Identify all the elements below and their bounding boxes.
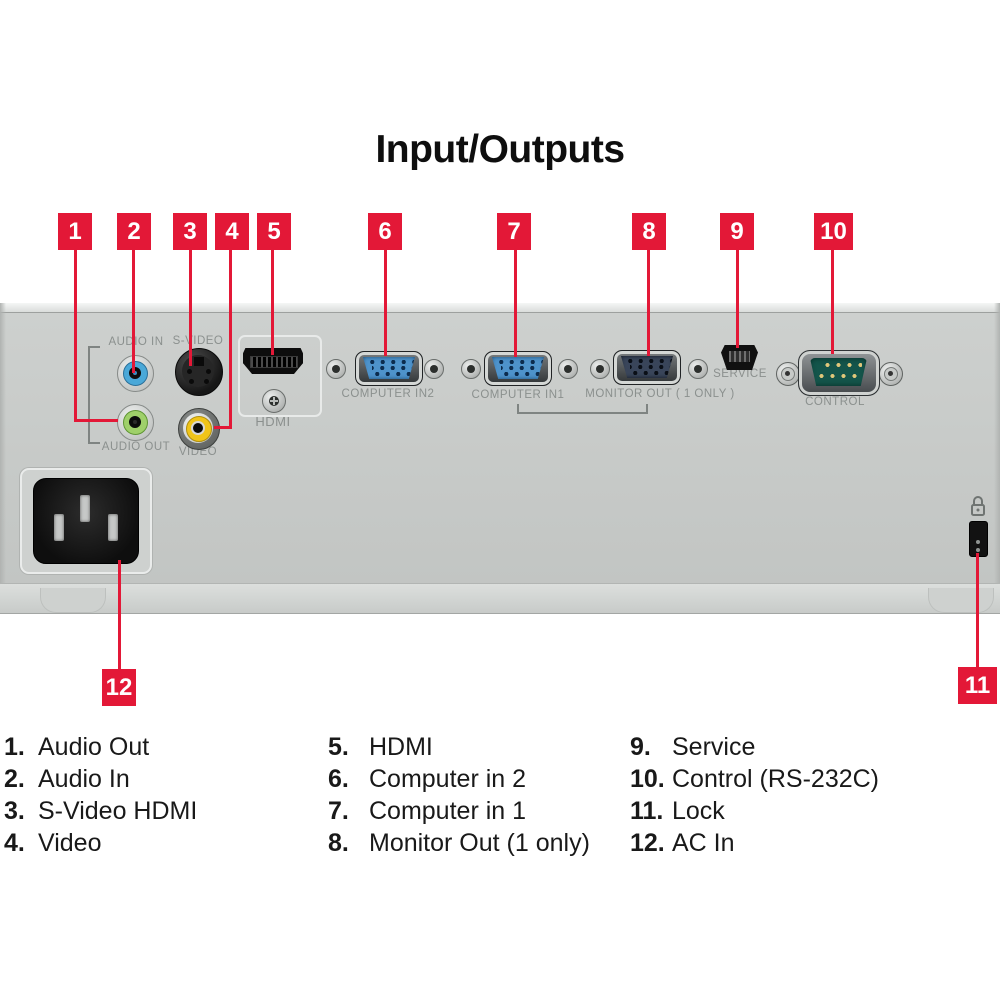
callout-box-6: 6 (368, 213, 402, 250)
legend-item-number: 12. (630, 829, 665, 857)
service-port-contacts (729, 351, 750, 362)
callout-line-7 (514, 250, 517, 357)
legend-item-label: Lock (672, 797, 725, 825)
legend-item-label: S-Video HDMI (38, 797, 198, 825)
control-label: CONTROL (805, 396, 865, 408)
callout-line-1 (74, 250, 77, 421)
legend-item-number: 1. (4, 733, 25, 761)
legend-item-8: 8. Monitor Out (1 only) (328, 829, 590, 858)
legend-item-label: Computer in 1 (369, 797, 527, 825)
callout-line-2 (132, 250, 135, 373)
legend-item-number: 10. (630, 765, 665, 793)
audio-out-label: AUDIO OUT (101, 441, 171, 453)
service-label: SERVICE (713, 368, 767, 380)
legend-item-label: Monitor Out (1 only) (369, 829, 590, 857)
padlock-icon (971, 496, 985, 516)
callout-line-3 (189, 250, 192, 366)
legend-item-label: Service (672, 733, 756, 761)
audio-group-bracket (88, 346, 90, 444)
projector-foot-right (928, 588, 994, 613)
callout-box-5: 5 (257, 213, 291, 250)
audio-in-label: AUDIO IN (108, 336, 164, 348)
legend-item-label: AC In (672, 829, 735, 857)
callout-line-5 (271, 250, 274, 355)
panel-left-edge (0, 303, 6, 583)
hdmi-pin-slot (250, 356, 298, 368)
callout-line-11 (976, 553, 979, 667)
callout-box-4: 4 (215, 213, 249, 250)
callout-line-6 (384, 250, 387, 356)
legend-item-label: Video (38, 829, 102, 857)
page-title: Input/Outputs (375, 128, 625, 171)
callout-box-10: 10 (814, 213, 853, 250)
audio-out-pin (133, 420, 137, 424)
callout-line-12 (118, 560, 121, 669)
legend-item-7: 7. Computer in 1 (328, 797, 526, 826)
computer-monitor-bracket (517, 412, 648, 414)
monitor-out-label: MONITOR OUT ( 1 ONLY ) (585, 388, 735, 400)
video-label: VIDEO (178, 446, 218, 458)
legend-item-number: 2. (4, 765, 25, 793)
audio-in-pin (133, 371, 137, 375)
computer-monitor-bracket-right-tick (646, 404, 648, 414)
legend-item-number: 6. (328, 765, 349, 793)
s-video-key-notch (194, 357, 204, 366)
hdmi-recess (238, 335, 322, 417)
legend-item-number: 3. (4, 797, 25, 825)
s-video-port (175, 348, 223, 396)
legend-item-10: 10. Control (RS-232C) (630, 765, 879, 794)
legend-item-label: Audio In (38, 765, 130, 793)
hdmi-panel-screw (262, 389, 286, 413)
callout-box-2: 2 (117, 213, 151, 250)
callout-box-9: 9 (720, 213, 754, 250)
ac-prong-left (54, 514, 64, 541)
ac-prong-earth (80, 495, 90, 522)
audio-group-bracket-bottom-tick (88, 442, 100, 444)
legend-item-number: 5. (328, 733, 349, 761)
callout-line-9 (736, 250, 739, 348)
legend-item-4: 4. Video (4, 829, 102, 858)
hdmi-label: HDMI (255, 414, 291, 429)
legend-item-3: 3. S-Video HDMI (4, 797, 197, 826)
callout-line-10 (831, 250, 834, 354)
legend-item-number: 8. (328, 829, 349, 857)
callout-box-7: 7 (497, 213, 531, 250)
legend-item-label: HDMI (369, 733, 433, 761)
s-video-label: S-VIDEO (172, 335, 224, 347)
legend-item-6: 6. Computer in 2 (328, 765, 526, 794)
legend-item-label: Computer in 2 (369, 765, 527, 793)
legend-item-9: 9. Service (630, 733, 755, 762)
panel-bottom-edge (0, 583, 1000, 614)
service-port (721, 345, 758, 370)
callout-box-11: 11 (958, 667, 997, 704)
callout-line-4 (229, 250, 232, 429)
legend-item-number: 9. (630, 733, 651, 761)
audio-group-bracket-top-tick (88, 346, 100, 348)
legend-item-label: Audio Out (38, 733, 150, 761)
projector-foot-left (40, 588, 106, 613)
legend-item-11: 11. Lock (630, 797, 725, 826)
legend-item-5: 5. HDMI (328, 733, 433, 762)
computer-monitor-bracket-left-tick (517, 404, 519, 414)
callout-line-1-horizontal (74, 419, 118, 422)
callout-box-3: 3 (173, 213, 207, 250)
legend-item-number: 4. (4, 829, 25, 857)
panel-right-edge (994, 303, 1000, 583)
callout-box-12: 12 (102, 669, 136, 706)
legend-item-2: 2. Audio In (4, 765, 130, 794)
callout-line-8 (647, 250, 650, 356)
kensington-lock-slot (969, 521, 988, 557)
legend-item-number: 11. (630, 797, 664, 825)
callout-line-4-horizontal (214, 426, 232, 429)
legend-item-12: 12. AC In (630, 829, 735, 858)
panel-top-edge (0, 303, 1000, 313)
legend-item-number: 7. (328, 797, 349, 825)
callout-box-8: 8 (632, 213, 666, 250)
legend-item-label: Control (RS-232C) (672, 765, 880, 793)
computer-in2-label: COMPUTER IN2 (341, 388, 435, 400)
callout-box-1: 1 (58, 213, 92, 250)
computer-in1-label: COMPUTER IN1 (471, 389, 565, 401)
ac-prong-right (108, 514, 118, 541)
legend-item-1: 1. Audio Out (4, 733, 149, 762)
